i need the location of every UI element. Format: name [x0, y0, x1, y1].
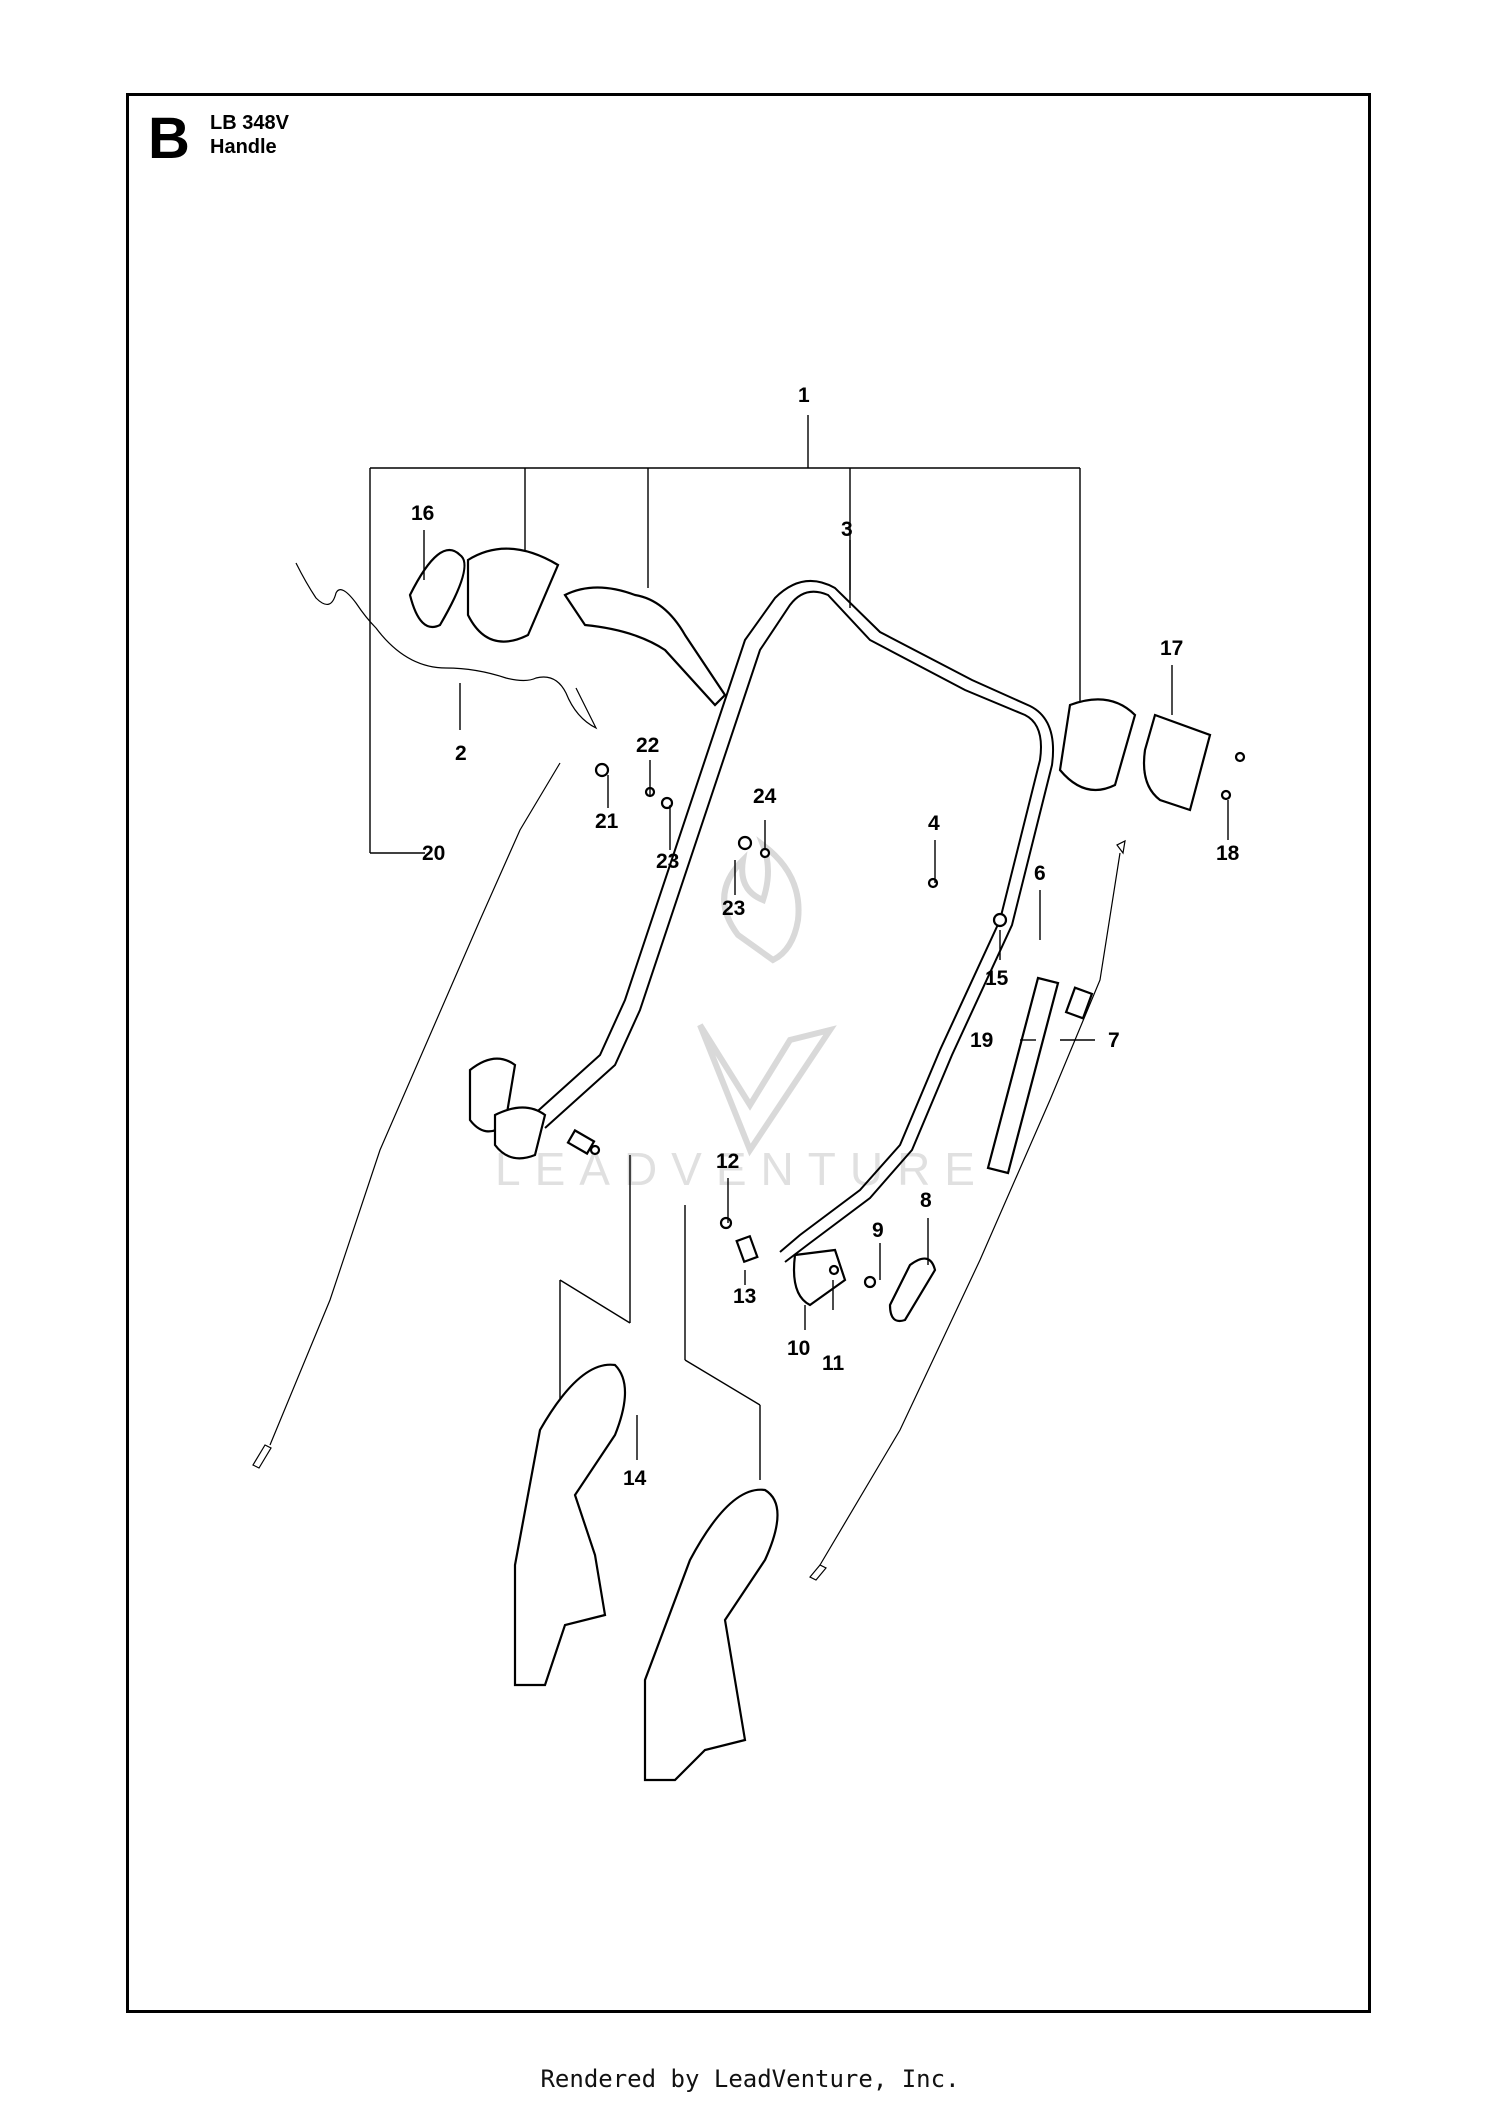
callout-22: 22 [636, 734, 659, 757]
callout-labels: 1 2 3 4 6 7 8 9 10 11 12 13 14 15 16 17 … [411, 384, 1240, 1490]
part-19-grip [986, 976, 1060, 1175]
callout-8: 8 [920, 1189, 932, 1212]
callout-24: 24 [753, 785, 777, 808]
callout-10: 10 [787, 1337, 810, 1360]
control-housing [466, 547, 560, 643]
handle-tube [529, 580, 1054, 1263]
callout-9: 9 [872, 1219, 884, 1242]
callout-13: 13 [733, 1285, 756, 1308]
callout-16: 16 [411, 502, 434, 525]
callout-3: 3 [841, 518, 853, 541]
callout-15: 15 [985, 967, 1009, 990]
left-lower-body [493, 1106, 547, 1160]
callout-23a: 23 [656, 850, 679, 873]
model-name: LB 348V [210, 112, 289, 134]
callout-23b: 23 [722, 897, 745, 920]
spring-left [566, 1128, 596, 1156]
part-17-cover [1142, 713, 1212, 812]
callout-1: 1 [798, 384, 810, 407]
callout-7: 7 [1108, 1029, 1120, 1052]
side-bracket-right [643, 1488, 779, 1782]
side-bracket-left [513, 1363, 626, 1687]
section-letter: B [148, 106, 190, 171]
callout-14: 14 [623, 1467, 647, 1490]
brake-lever [563, 586, 727, 707]
callout-4: 4 [928, 812, 940, 835]
right-control-housing [1058, 698, 1137, 792]
assembly-title: Handle [210, 136, 277, 158]
cable-assembly [252, 562, 1126, 1581]
callout-18: 18 [1216, 842, 1240, 865]
diagram-frame [126, 93, 1371, 2013]
callout-17: 17 [1160, 637, 1183, 660]
watermark-text: LEADVENTURE [495, 1143, 989, 1195]
footer-credit: Rendered by LeadVenture, Inc. [540, 2065, 960, 2093]
hardware-fasteners [589, 751, 1246, 1289]
callout-11: 11 [822, 1352, 845, 1375]
callout-20: 20 [422, 842, 445, 865]
item-1-bracket [369, 415, 1081, 854]
part-16-cap [408, 549, 466, 628]
part-13-spring [735, 1234, 759, 1264]
callout-21: 21 [595, 810, 619, 833]
part-7-connector [1064, 986, 1094, 1020]
callout-19: 19 [970, 1029, 993, 1052]
right-lower-body [792, 1248, 847, 1307]
part-8-knob [888, 1257, 937, 1323]
callout-2: 2 [455, 742, 467, 765]
callout-6: 6 [1034, 862, 1046, 885]
callout-12: 12 [716, 1150, 739, 1173]
leader-lines [423, 530, 1229, 1480]
